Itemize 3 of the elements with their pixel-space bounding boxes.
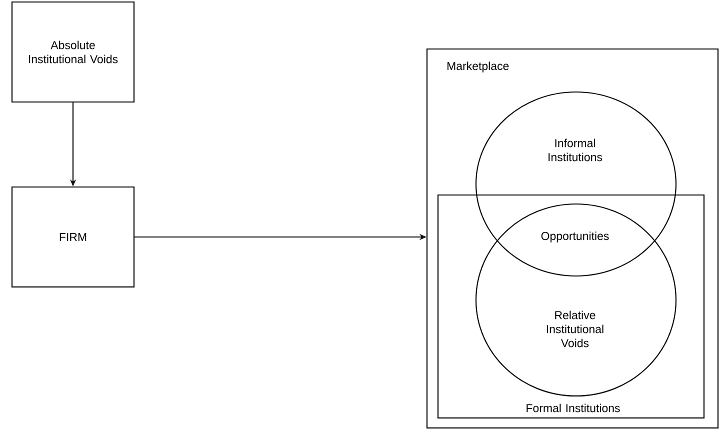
box: FIRM <box>11 186 135 288</box>
box: Absolute Institutional Voids <box>11 1 135 103</box>
region-label: Opportunities <box>541 232 609 242</box>
